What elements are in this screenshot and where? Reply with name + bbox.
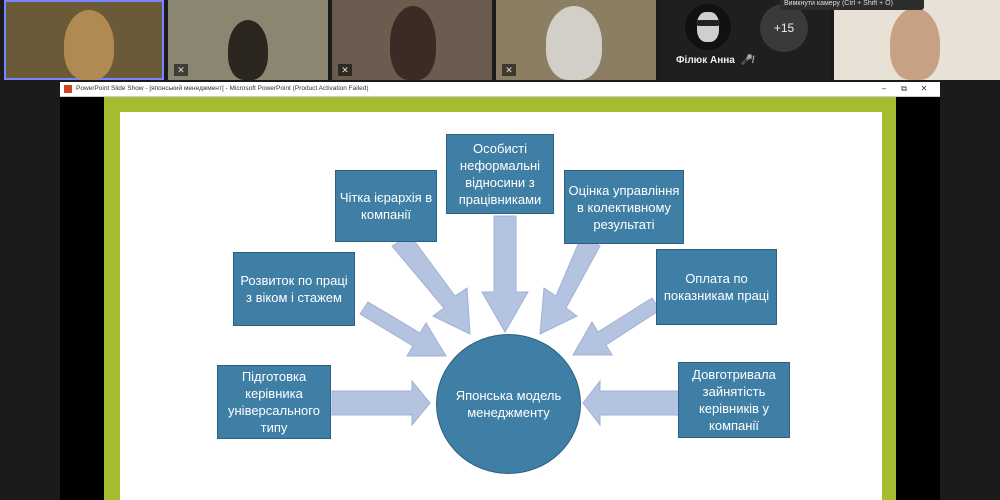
- participant-video-2: [228, 20, 268, 80]
- box-career-growth: Розвиток по праці з віком і стажем: [233, 252, 355, 326]
- box-collective-evaluation: Оцінка управління в колективному результ…: [564, 170, 684, 244]
- arrow-left: [331, 379, 431, 427]
- participant-tile-2[interactable]: ✕: [168, 0, 328, 80]
- box-long-employment: Довготривала зайнятість керівників у ком…: [678, 362, 790, 438]
- arrow-upper-right: [539, 234, 601, 335]
- mic-off-icon: 🎤̸: [740, 55, 754, 66]
- window-title: PowerPoint Slide Show - [японський менед…: [76, 85, 369, 92]
- participant-tile-6[interactable]: [834, 0, 1000, 80]
- participant-video-4: [546, 6, 602, 80]
- participant-tile-3[interactable]: ✕: [332, 0, 492, 80]
- participant-video-3: [390, 6, 436, 80]
- arrow-mid-right: [572, 297, 661, 356]
- arrow-mid-left: [359, 301, 447, 357]
- close-button[interactable]: ✕: [920, 84, 928, 93]
- participant-tile-4[interactable]: ✕: [496, 0, 656, 80]
- participant-tile-1[interactable]: [4, 0, 164, 80]
- box-pay-by-results: Оплата по показникам праці: [656, 249, 777, 325]
- participant-strip: ✕ ✕ ✕ Філюк Анна 🎤̸ +15 Вимкнути камеру (…: [0, 0, 1000, 82]
- center-circle: Японська модель менеджменту: [436, 334, 581, 474]
- maximize-button[interactable]: ⧉: [901, 84, 907, 93]
- powerpoint-icon: [64, 85, 72, 93]
- camera-tooltip: Вимкнути камеру (Ctrl + Shift + O): [780, 0, 924, 10]
- participant-video-1: [64, 10, 114, 80]
- participant-name: Філюк Анна: [676, 55, 735, 66]
- minimize-button[interactable]: –: [881, 84, 887, 93]
- more-participants-button[interactable]: +15: [760, 4, 808, 52]
- mic-off-icon: ✕: [174, 64, 188, 76]
- arrow-upper-left: [391, 234, 471, 335]
- arrow-top: [481, 215, 529, 334]
- arrow-right: [582, 379, 681, 427]
- box-hierarchy: Чітка ієрархія в компанії: [335, 170, 437, 242]
- mic-off-icon: ✕: [502, 64, 516, 76]
- participant-video-6: [890, 8, 940, 80]
- avatar: [685, 4, 731, 50]
- mic-off-icon: ✕: [338, 64, 352, 76]
- box-personal-relations: Особисті неформальні відносини з працівн…: [446, 134, 554, 214]
- ppt-titlebar: PowerPoint Slide Show - [японський менед…: [60, 82, 940, 97]
- box-universal-manager: Підготовка керівника універсального типу: [217, 365, 331, 439]
